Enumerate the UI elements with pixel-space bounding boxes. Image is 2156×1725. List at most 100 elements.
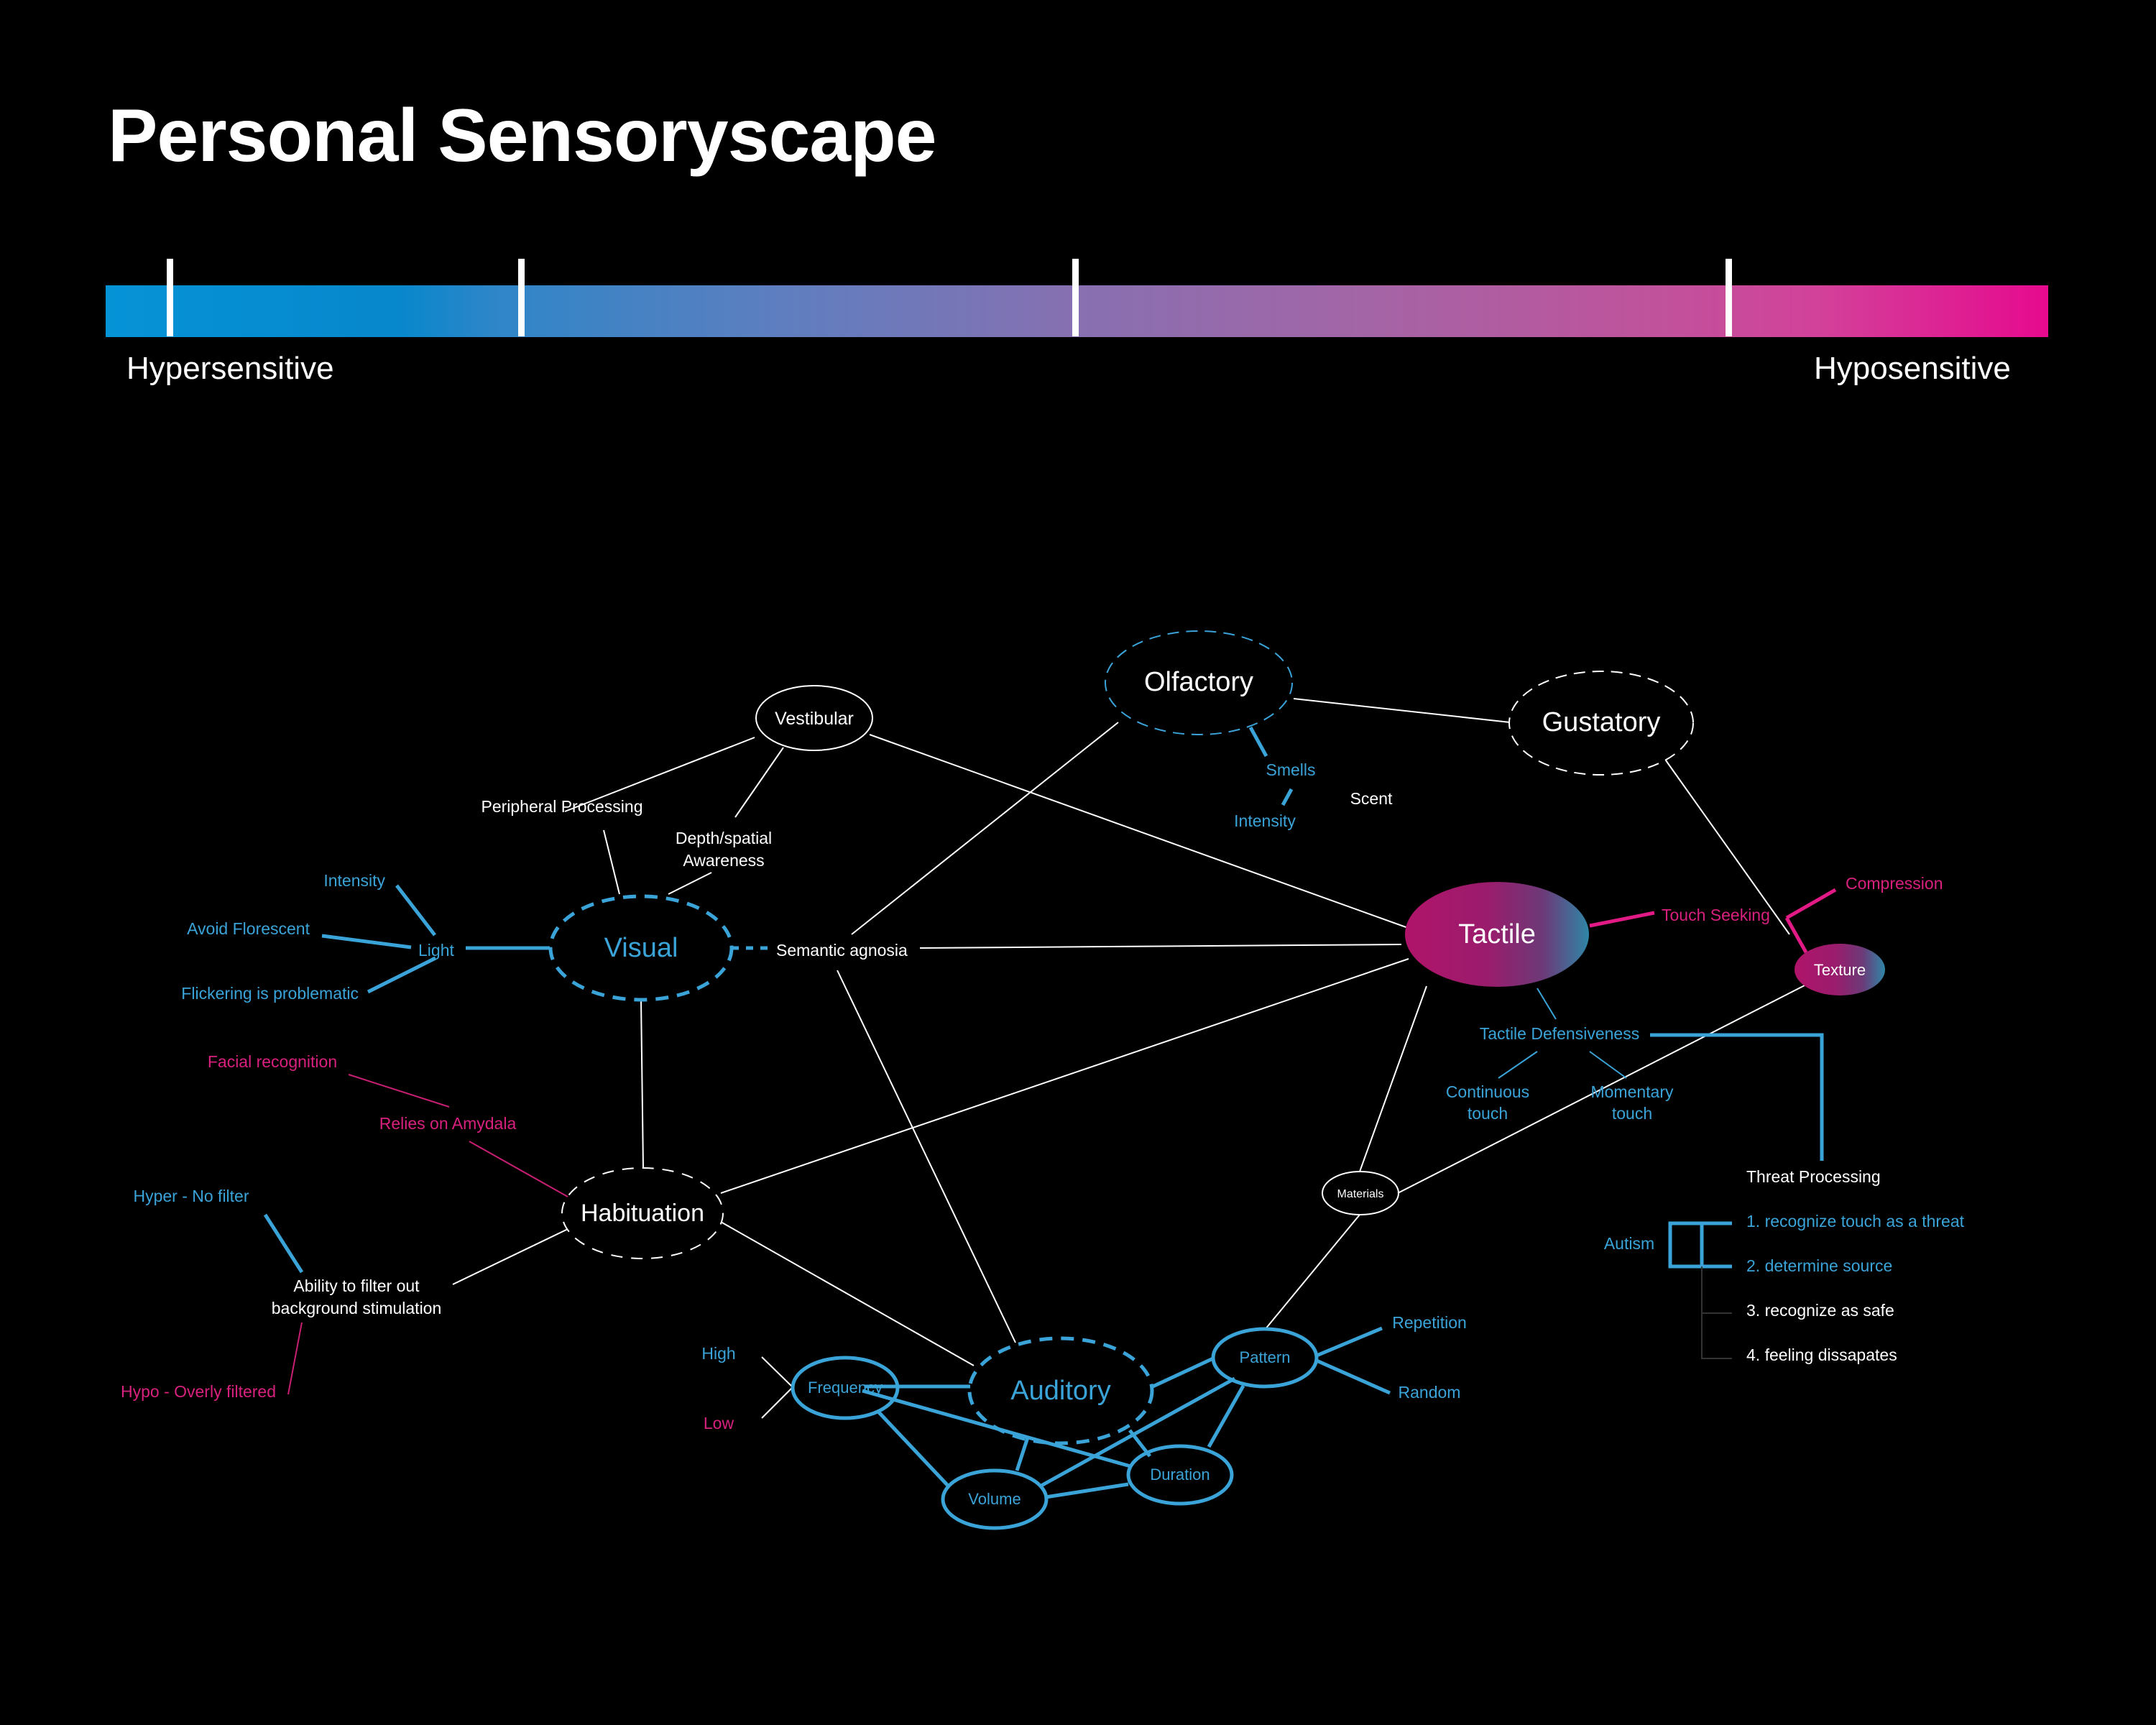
label-relies-on-amydala: Relies on Amydala: [379, 1114, 517, 1133]
node-visual[interactable]: [548, 894, 734, 1002]
edge-olfactory-gustatory: [1293, 698, 1511, 723]
node-vestibular[interactable]: [755, 685, 873, 751]
edge-peripheral-visual: [603, 829, 620, 895]
touch-seeking-connectors: [1589, 888, 1837, 954]
label-hyper-no-filter: Hyper - No filter: [133, 1187, 249, 1205]
edge-depth-visual: [668, 872, 712, 895]
edge-volume-auditory: [1015, 1437, 1030, 1471]
edge-high-frequency: [761, 1356, 793, 1388]
label-duration: Duration: [1150, 1466, 1210, 1484]
edge-tactile-materials: [1359, 985, 1427, 1172]
label-materials: Materials: [1337, 1188, 1384, 1200]
edge-habituation-tactile: [720, 958, 1409, 1194]
edge-habituation-auditory: [720, 1221, 975, 1366]
label-random: Random: [1399, 1383, 1461, 1402]
bracket-steps-3-4: [1701, 1266, 1732, 1359]
node-auditory[interactable]: [967, 1336, 1154, 1445]
node-volume[interactable]: [941, 1468, 1049, 1530]
node-materials[interactable]: [1322, 1171, 1399, 1215]
page-title: Personal Sensoryscape: [108, 94, 937, 178]
label-scent: Scent: [1350, 789, 1393, 808]
label-low: Low: [704, 1414, 734, 1432]
label-hypo-overly-filtered: Hypo - Overly filtered: [121, 1382, 276, 1401]
label-repetition: Repetition: [1392, 1313, 1467, 1332]
label-smell-intensity: Intensity: [1234, 811, 1296, 830]
label-avoid-florescent: Avoid Florescent: [187, 919, 310, 938]
node-olfactory[interactable]: [1105, 630, 1293, 735]
node-gustatory[interactable]: [1508, 671, 1694, 776]
label-touch-seeking: Touch Seeking: [1662, 906, 1770, 924]
node-habituation[interactable]: [561, 1167, 724, 1259]
label-visual: Visual: [604, 933, 678, 963]
edge-defensiveness-momentary: [1589, 1051, 1627, 1079]
label-habituation: Habituation: [581, 1200, 704, 1227]
label-peripheral-processing: Peripheral Processing: [481, 797, 642, 816]
edge-florescent-light: [321, 934, 412, 949]
hyposensitive-label: Hyposensitive: [1814, 351, 2011, 386]
edge-intensity-light: [395, 884, 436, 937]
label-semantic-agnosia: Semantic agnosia: [776, 941, 908, 960]
edge-habituation-ability: [452, 1228, 568, 1285]
label-compression: Compression: [1846, 874, 1943, 893]
edge-olfactory-smells: [1248, 726, 1268, 758]
node-texture[interactable]: [1795, 944, 1885, 995]
autism-bracket-box: [1668, 1221, 1704, 1269]
edge-pattern-repetition: [1316, 1326, 1383, 1358]
edge-olfactory-semantic: [851, 722, 1119, 935]
edge-defensiveness-continuous: [1498, 1051, 1538, 1079]
label-tactile-defensiveness: Tactile Defensiveness: [1480, 1024, 1639, 1043]
label-texture: Texture: [1814, 961, 1866, 979]
label-light-intensity: Intensity: [323, 871, 385, 890]
label-light: Light: [418, 941, 454, 960]
hypersensitive-label: Hypersensitive: [126, 351, 334, 386]
blue-connectors: [263, 726, 1824, 1274]
edge-vestibular-tactile: [869, 734, 1411, 929]
label-smells: Smells: [1266, 760, 1315, 779]
edge-duration-pattern: [1207, 1384, 1245, 1448]
label-momentary: Momentary: [1590, 1082, 1674, 1101]
edge-auditory-pattern: [1150, 1356, 1215, 1389]
edge-semantic-tactile: [919, 944, 1402, 949]
edge-vestibular-peripheral: [564, 737, 755, 812]
label-momentary-touch: touch: [1612, 1104, 1652, 1123]
label-volume: Volume: [968, 1490, 1021, 1508]
edge-flickering-light: [367, 956, 437, 994]
label-depth-spatial: Depth/spatial: [676, 829, 772, 847]
label-auditory: Auditory: [1010, 1376, 1110, 1406]
edge-pattern-random: [1315, 1358, 1391, 1395]
node-frequency[interactable]: [791, 1356, 900, 1420]
pink-connectors: [287, 1074, 568, 1395]
scale-tick: [1072, 259, 1079, 336]
label-tactile: Tactile: [1458, 919, 1536, 949]
label-continuous-touch: touch: [1468, 1104, 1508, 1123]
label-continuous: Continuous: [1446, 1082, 1529, 1101]
threat-processing: Threat Processing Autism 1. recognize to…: [1604, 1167, 1965, 1364]
edge-volume-pattern: [1038, 1376, 1236, 1489]
threat-step-2: 2. determine source: [1746, 1256, 1892, 1275]
edge-frequency-volume: [877, 1410, 950, 1488]
edge-hyper-ability: [263, 1213, 304, 1274]
edge-visual-habituation: [640, 1000, 644, 1169]
threat-step-1: 1. recognize touch as a threat: [1746, 1212, 1965, 1230]
white-connectors: [452, 698, 1807, 1419]
node-tactile[interactable]: [1405, 882, 1589, 987]
scale-tick: [167, 259, 173, 336]
threat-processing-heading: Threat Processing: [1746, 1167, 1881, 1186]
node-pattern[interactable]: [1211, 1327, 1319, 1389]
edge-texture-materials: [1397, 984, 1807, 1194]
label-ability-filter: Ability to filter out: [293, 1276, 420, 1295]
edge-touchseeking-compression: [1785, 888, 1837, 920]
edge-tactile-defensiveness: [1537, 988, 1557, 1020]
scale-tick: [518, 259, 525, 336]
edge-materials-pattern: [1264, 1214, 1360, 1330]
edge-touchseeking-texture: [1784, 916, 1808, 954]
label-olfactory: Olfactory: [1144, 667, 1253, 697]
label-frequency: Frequency: [808, 1379, 883, 1397]
node-duration[interactable]: [1126, 1444, 1234, 1506]
autism-label: Autism: [1604, 1234, 1654, 1253]
label-facial-recognition: Facial recognition: [208, 1052, 337, 1071]
scale-tick: [1726, 259, 1732, 336]
label-vestibular: Vestibular: [775, 709, 854, 729]
threat-step-4: 4. feeling dissapates: [1746, 1346, 1897, 1364]
